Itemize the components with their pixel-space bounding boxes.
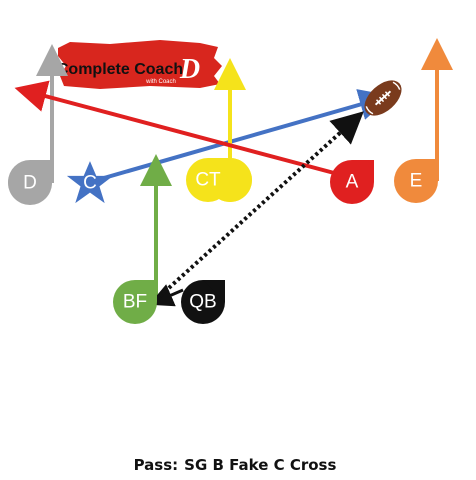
route-c-post [89,89,392,184]
player-d-label: D [23,173,37,194]
player-qb: QB [181,280,225,324]
complete-coach-logo: Complete Coach with Coach D [57,40,222,89]
player-ct-corner [208,158,230,180]
player-a-label: A [346,172,359,193]
player-bf: BF [113,280,157,324]
football-icon [364,80,402,116]
pass-path-dotted [158,111,364,298]
route-qb-handoff [148,284,184,307]
player-d-corner [30,161,52,183]
player-c: C [66,161,114,204]
player-ct-label: CT [195,170,221,191]
player-qb-label: QB [189,292,216,313]
player-a: A [330,160,374,204]
player-c-label: C [83,173,97,194]
logo-subtext: with Coach [145,79,176,85]
logo-mark: D [179,54,200,85]
caption-label: Pass: [133,456,179,474]
player-e: E [394,159,438,203]
caption-text: SG B Fake C Cross [184,456,337,474]
logo-text: Complete Coach [57,61,183,78]
play-caption: Pass: SG B Fake C Cross [0,456,476,474]
player-e-label: E [410,171,423,192]
route-a-cross [14,80,369,184]
player-bf-label: BF [123,292,147,313]
